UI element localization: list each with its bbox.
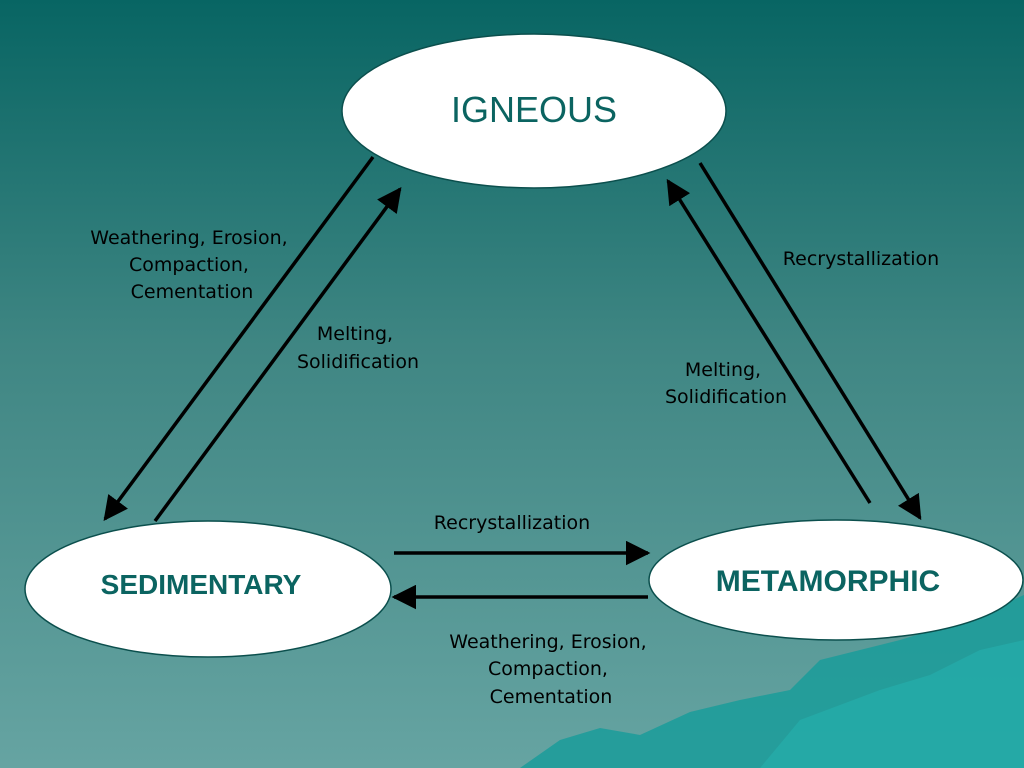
- label-line: Recrystallization: [434, 512, 590, 534]
- arrow-igneous-to-metamorphic: [698, 162, 922, 521]
- arrow-igneous-to-sedimentary: [103, 155, 375, 521]
- label-metamorphic-to-igneous: Melting, Solidification: [665, 359, 787, 408]
- node-sedimentary-label: SEDIMENTARY: [101, 569, 302, 600]
- label-line: Compaction,: [129, 254, 249, 276]
- node-metamorphic-label: METAMORPHIC: [716, 565, 940, 598]
- label-line: Weathering, Erosion,: [449, 631, 646, 653]
- label-line: Solidification: [297, 351, 419, 373]
- label-line: Melting,: [685, 359, 761, 381]
- label-line: Cementation: [131, 281, 254, 303]
- label-line: Recrystallization: [783, 248, 939, 270]
- label-sedimentary-to-metamorphic: Recrystallization: [434, 512, 590, 534]
- label-line: Weathering, Erosion,: [90, 227, 287, 249]
- label-sedimentary-to-igneous: Melting, Solidification: [297, 323, 419, 373]
- arrow-sedimentary-to-igneous: [153, 187, 402, 523]
- label-line: Compaction,: [488, 658, 608, 680]
- arrow-metamorphic-to-igneous: [666, 178, 872, 504]
- label-igneous-to-sedimentary: Weathering, Erosion, Compaction, Cementa…: [90, 227, 293, 303]
- node-metamorphic: METAMORPHIC: [648, 519, 1024, 641]
- label-metamorphic-to-sedimentary: Weathering, Erosion, Compaction, Cementa…: [449, 631, 652, 708]
- label-igneous-to-metamorphic: Recrystallization: [783, 248, 939, 270]
- node-sedimentary: SEDIMENTARY: [24, 520, 392, 658]
- label-line: Melting,: [317, 323, 393, 345]
- node-igneous-label: IGNEOUS: [451, 89, 617, 130]
- label-line: Cementation: [490, 686, 613, 708]
- terrain-decoration: [520, 595, 1024, 768]
- node-igneous: IGNEOUS: [341, 33, 727, 189]
- label-line: Solidification: [665, 386, 787, 408]
